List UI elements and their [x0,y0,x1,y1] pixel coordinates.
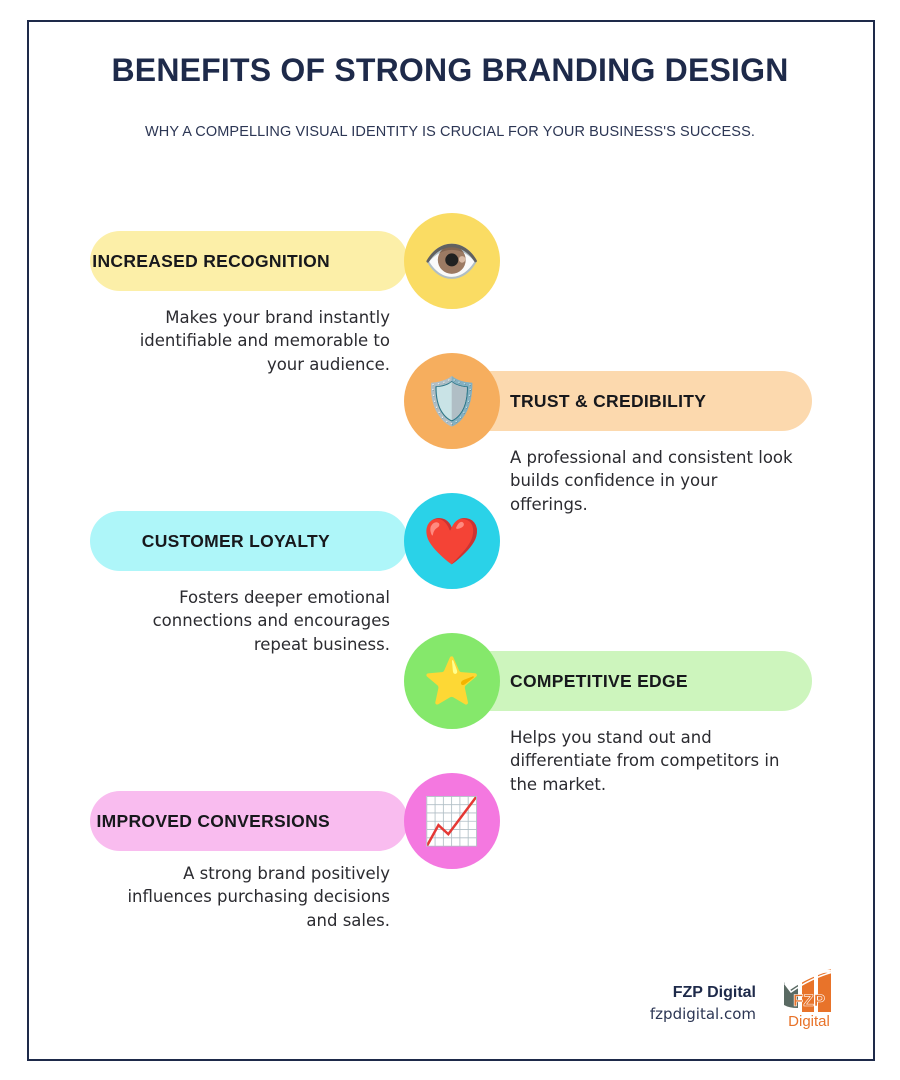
star-icon: ⭐ [404,633,500,729]
poster-header: BENEFITS OF STRONG BRANDING DESIGN WHY A… [50,52,850,142]
fzp-digital-logo: FZP Digital [783,969,834,1030]
eye-icon: 👁️ [404,213,500,309]
benefit-title: TRUST & CREDIBILITY [510,390,707,411]
benefit-pill[interactable]: INCREASED RECOGNITION [90,231,408,291]
benefit-pill[interactable]: COMPETITIVE EDGE [452,651,812,711]
svg-text:Digital: Digital [788,1013,830,1030]
brand-name: FZP Digital [672,983,756,1001]
benefit-title: CUSTOMER LOYALTY [141,530,330,551]
svg-text:FZP: FZP [793,991,825,1010]
benefit-row: TRUST & CREDIBILITY 🛡️A professional and … [0,350,900,514]
footer-brand-text: FZP Digital fzpdigital.com [650,981,756,1026]
benefit-pill[interactable]: IMPROVED CONVERSIONS [90,791,408,851]
benefit-description: Makes your brand instantly identifiable … [139,308,390,374]
benefit-row: INCREASED RECOGNITION 👁️Makes your brand … [0,210,900,374]
brand-url[interactable]: fzpdigital.com [649,1004,756,1023]
heart-icon: ❤️ [404,493,500,589]
benefit-pill[interactable]: CUSTOMER LOYALTY [90,511,408,571]
benefit-description: Helps you stand out and differentiate fr… [510,728,780,794]
benefit-description: A professional and consistent look build… [510,448,793,514]
page-title: BENEFITS OF STRONG BRANDING DESIGN [111,52,789,88]
benefit-title: COMPETITIVE EDGE [510,670,688,691]
shield-icon: 🛡️ [404,353,500,449]
page-subtitle: WHY A COMPELLING VISUAL IDENTITY IS CRUC… [145,123,755,140]
benefit-description: A strong brand positively influences pur… [127,864,390,930]
benefit-description: Fosters deeper emotional connections and… [152,588,390,654]
benefit-pill[interactable]: TRUST & CREDIBILITY [452,371,812,431]
poster-footer: FZP Digital fzpdigital.com FZP Digital [650,968,840,1038]
benefit-title: IMPROVED CONVERSIONS [96,810,330,831]
benefit-title: INCREASED RECOGNITION [92,250,330,271]
benefit-row: CUSTOMER LOYALTY ❤️Fosters deeper emotion… [0,490,900,654]
chart-increasing-icon: 📈 [404,773,500,869]
benefit-row: IMPROVED CONVERSIONS 📈A strong brand posi… [0,770,900,930]
benefit-row: COMPETITIVE EDGE ⭐Helps you stand out and… [0,630,900,794]
